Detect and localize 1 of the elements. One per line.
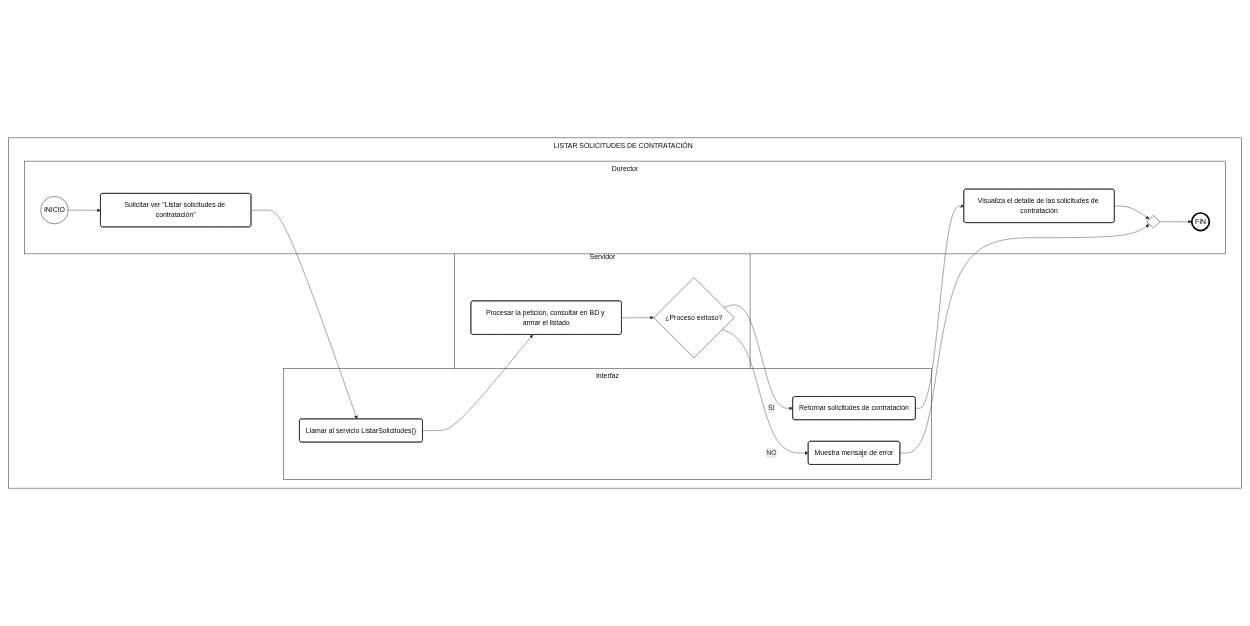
node-diamond <box>1146 215 1160 229</box>
